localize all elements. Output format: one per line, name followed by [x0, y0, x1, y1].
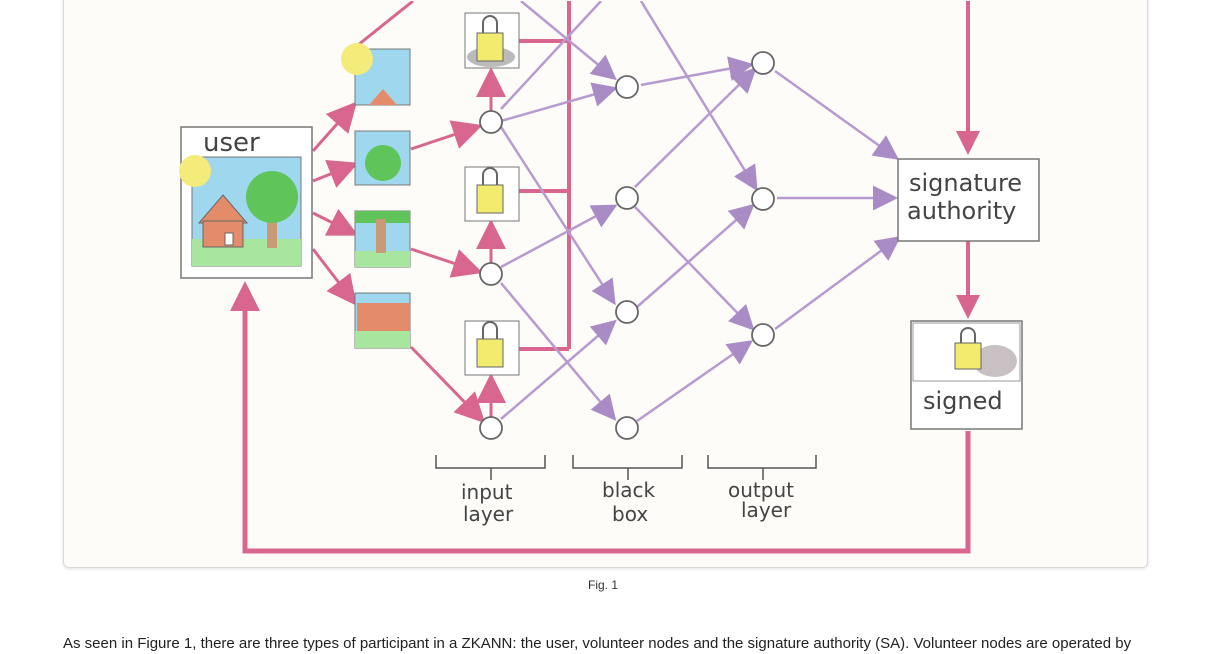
tile-sun — [341, 43, 411, 106]
network-connections — [499, 1, 902, 423]
signed-label: signed — [923, 387, 1003, 415]
output-layer-label-line1: output — [728, 478, 794, 502]
network-nodes — [479, 51, 775, 440]
body-paragraph: As seen in Figure 1, there are three typ… — [63, 635, 1132, 652]
black-box-label-line1: black — [602, 478, 656, 502]
feedback-loop-arrow — [230, 281, 971, 554]
input-layer-label-line2: layer — [463, 502, 514, 526]
signed-box: signed — [910, 320, 1023, 430]
figure-caption: Fig. 1 — [587, 578, 618, 592]
output-node — [751, 51, 775, 75]
hidden-node — [615, 300, 639, 324]
hidden-node — [615, 416, 639, 440]
user-label: user — [203, 128, 260, 158]
sa-label-line2: authority — [907, 197, 1016, 225]
hidden-node — [615, 75, 639, 99]
lock-trunk — [519, 1, 571, 351]
sa-label-line1: signature — [909, 169, 1022, 197]
input-node — [479, 262, 503, 286]
lock-tile-bottom — [464, 320, 520, 376]
tile-cloud-tree — [354, 130, 411, 186]
lock-tile-middle — [464, 166, 520, 222]
hidden-node — [615, 186, 639, 210]
output-node — [751, 323, 775, 347]
figure-frame: user — [63, 0, 1148, 568]
input-node — [479, 110, 503, 134]
signature-authority-box: signature authority — [897, 158, 1040, 242]
layer-brackets — [435, 455, 817, 480]
black-box-label-line2: box — [612, 502, 648, 526]
tile-tree-trunk — [354, 210, 411, 268]
input-layer-label-line1: input — [461, 480, 513, 504]
output-node — [751, 187, 775, 211]
user-to-tiles-arrows — [311, 1, 506, 424]
output-layer-label-line2: layer — [741, 498, 792, 522]
lock-tile-top — [464, 12, 520, 69]
zkann-diagram: user — [179, 1, 1040, 554]
tile-house — [354, 292, 411, 349]
user-box: user — [179, 126, 313, 279]
input-node — [479, 416, 503, 440]
